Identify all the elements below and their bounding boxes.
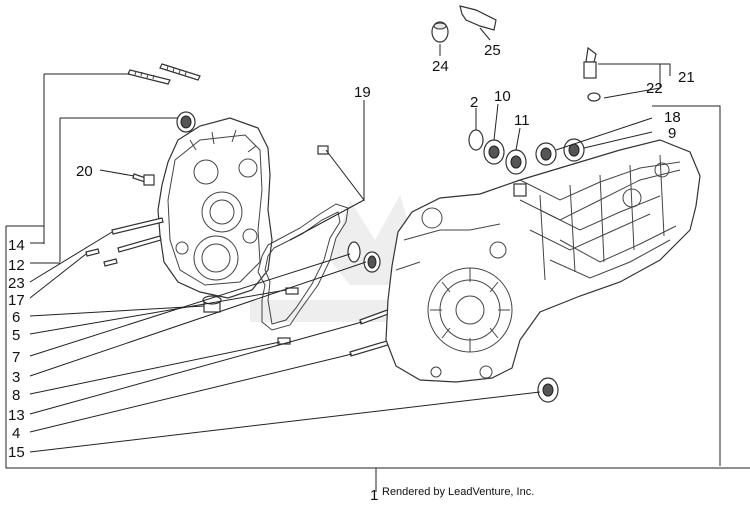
callout-9: 9 xyxy=(668,125,676,142)
callout-labels: 14 12 23 17 6 5 7 3 8 13 4 15 20 19 2 10… xyxy=(8,42,695,504)
bolt-20[interactable] xyxy=(132,173,155,186)
callout-10: 10 xyxy=(494,88,511,105)
bearing-18[interactable] xyxy=(535,142,557,166)
callout-18: 18 xyxy=(664,109,681,126)
circlip-7[interactable] xyxy=(347,241,361,263)
dowel-pin[interactable] xyxy=(317,145,329,155)
render-credit: Rendered by LeadVenture, Inc. xyxy=(382,486,534,498)
callout-19: 19 xyxy=(354,84,371,101)
callout-25: 25 xyxy=(484,42,501,59)
dowel-17[interactable] xyxy=(85,248,118,267)
callout-24: 24 xyxy=(432,58,449,75)
callout-13: 13 xyxy=(8,407,25,424)
bearing-9[interactable] xyxy=(563,138,585,162)
callout-21: 21 xyxy=(678,69,695,86)
seal-15[interactable] xyxy=(537,377,559,403)
studs-14[interactable] xyxy=(127,63,201,85)
sensor-21[interactable] xyxy=(583,46,597,79)
cap-24[interactable] xyxy=(431,21,449,43)
leader-lines xyxy=(5,27,750,492)
callout-17: 17 xyxy=(8,292,25,309)
callout-20: 20 xyxy=(76,163,93,180)
oil-seal-12[interactable] xyxy=(176,111,196,133)
callout-22: 22 xyxy=(646,80,663,97)
studs-23[interactable] xyxy=(111,217,164,253)
o-ring-22[interactable] xyxy=(587,92,601,102)
callout-14: 14 xyxy=(8,237,25,254)
seal-3[interactable] xyxy=(363,251,381,273)
callout-15: 15 xyxy=(8,444,25,461)
callout-3: 3 xyxy=(12,369,20,386)
callout-7: 7 xyxy=(12,349,20,366)
bracket-25[interactable] xyxy=(459,5,497,31)
circlip-2[interactable] xyxy=(468,129,484,151)
bearing-10[interactable] xyxy=(483,139,505,165)
callout-2: 2 xyxy=(470,94,478,111)
callout-5: 5 xyxy=(12,327,20,344)
bushing[interactable] xyxy=(513,183,527,197)
callout-12: 12 xyxy=(8,257,25,274)
bearing-11[interactable] xyxy=(505,149,527,175)
gasket-19[interactable] xyxy=(257,203,349,331)
callout-6: 6 xyxy=(12,309,20,326)
callout-8: 8 xyxy=(12,387,20,404)
callout-4: 4 xyxy=(12,425,20,442)
callout-23: 23 xyxy=(8,275,25,292)
right-crankcase[interactable] xyxy=(385,139,701,383)
left-crankcase[interactable] xyxy=(157,117,273,299)
callout-11: 11 xyxy=(514,112,530,129)
callout-1: 1 xyxy=(370,487,378,503)
